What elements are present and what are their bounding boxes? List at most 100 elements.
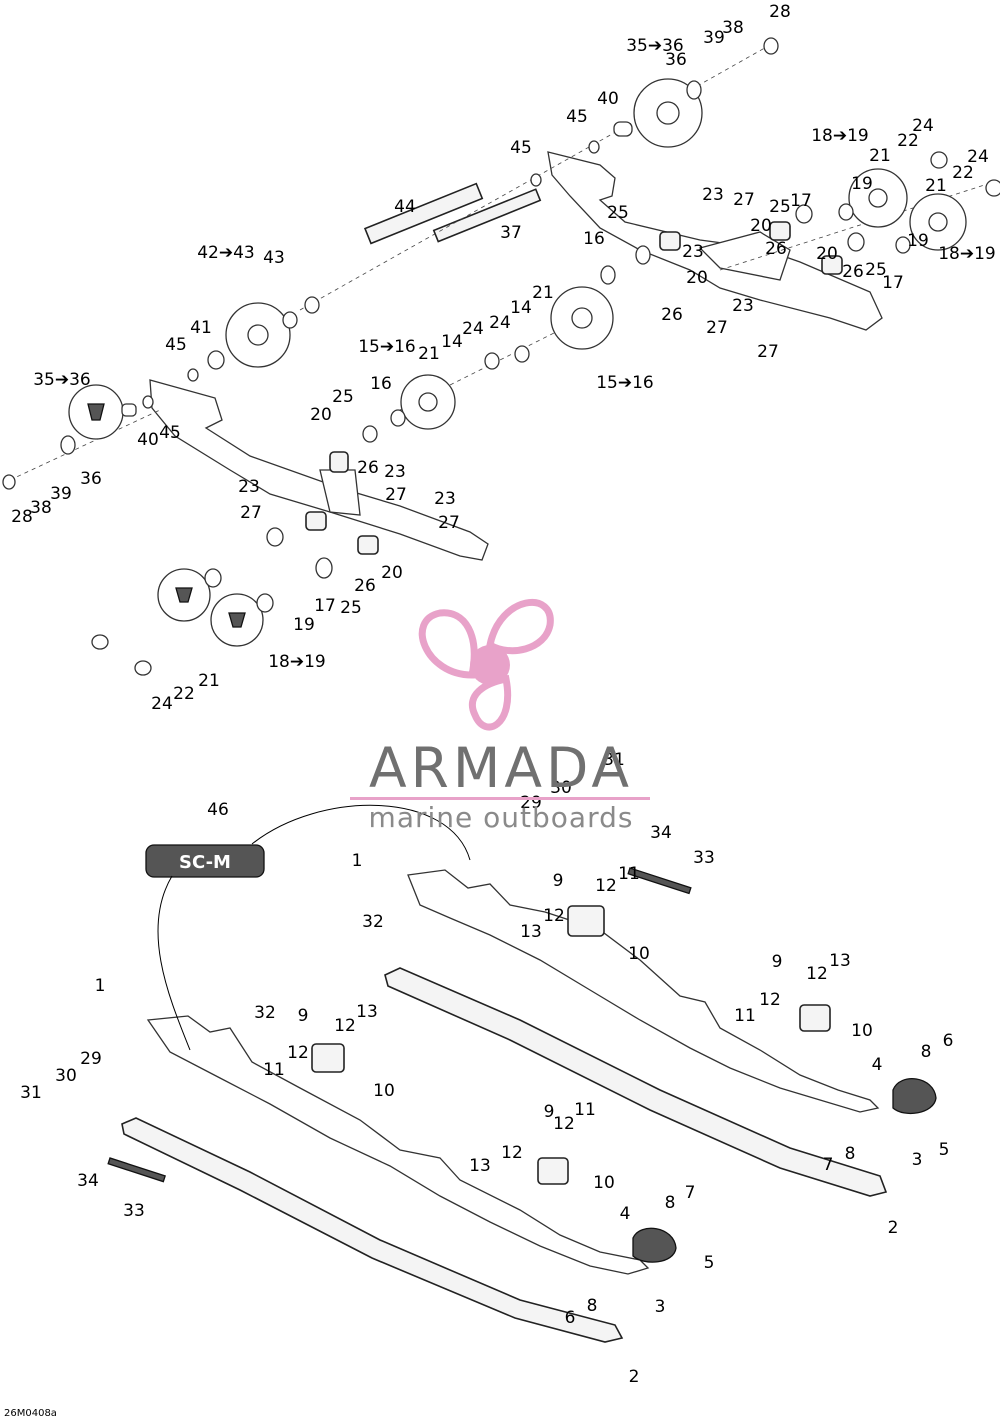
badge-curve-right — [251, 804, 471, 861]
callout-28: 20 — [816, 244, 838, 264]
callout-29: 26 — [842, 262, 864, 282]
block-9-right-lower — [799, 1004, 831, 1032]
callout-24: 17 — [790, 191, 812, 211]
wheel-35-top — [633, 78, 703, 148]
callout-32: 27 — [757, 342, 779, 362]
callout-122: 10 — [593, 1173, 615, 1193]
bolt-33-left — [107, 1157, 166, 1183]
callout-84: 9 — [553, 871, 564, 891]
callout-6: 45 — [566, 107, 588, 127]
callout-55: 36 — [80, 469, 102, 489]
callout-56: 28 — [11, 507, 33, 527]
callout-112: 31 — [20, 1083, 42, 1103]
callout-36: 20 — [686, 268, 708, 288]
callout-labels: 28383935➔3636404545443718➔19212224242221… — [11, 2, 996, 1387]
callout-13: 24 — [912, 116, 934, 136]
callout-77: 31 — [603, 750, 625, 770]
block-9-left-lower — [537, 1157, 569, 1185]
wheel-18-lower-a — [157, 568, 211, 622]
callout-31: 27 — [706, 318, 728, 338]
callout-80: 34 — [650, 823, 672, 843]
callout-83: 32 — [362, 912, 384, 932]
callout-95: 10 — [851, 1021, 873, 1041]
callout-111: 10 — [373, 1081, 395, 1101]
axle-line-front — [9, 409, 161, 481]
callout-41: 15➔16 — [596, 373, 654, 393]
callout-57: 38 — [30, 498, 52, 518]
badge-curve-left — [157, 875, 191, 1051]
callout-49: 24 — [462, 319, 484, 339]
callout-45: 45 — [165, 335, 187, 355]
callout-62: 23 — [238, 477, 260, 497]
callout-105: 32 — [254, 1003, 276, 1023]
callout-50: 16 — [370, 374, 392, 394]
callout-40: 24 — [489, 313, 511, 333]
small-hardware — [2, 37, 1000, 676]
callout-19: 19 — [907, 231, 929, 251]
slider-left — [121, 1117, 624, 1343]
callout-0: 28 — [769, 2, 791, 22]
callout-70: 25 — [340, 598, 362, 618]
callout-85: 12 — [595, 876, 617, 896]
callout-25: 26 — [765, 239, 787, 259]
callout-46: 15➔16 — [358, 337, 416, 357]
callout-78: 30 — [550, 778, 572, 798]
callout-60: 26 — [357, 458, 379, 478]
callout-58: 39 — [50, 484, 72, 504]
callout-10: 18➔19 — [811, 126, 869, 146]
callout-43: 43 — [263, 248, 285, 268]
rear-suspension-brace — [698, 231, 791, 281]
callout-103: 2 — [888, 1218, 899, 1238]
wheel-15-mid — [550, 286, 614, 350]
callout-76: 46 — [207, 800, 229, 820]
callout-18: 18➔19 — [938, 244, 996, 264]
callout-107: 13 — [356, 1002, 378, 1022]
axle-line-rear — [719, 179, 1000, 271]
callout-37: 26 — [661, 305, 683, 325]
block-9-left-upper — [311, 1043, 345, 1073]
bolt-33-right — [627, 867, 692, 895]
callout-68: 20 — [381, 563, 403, 583]
callout-44: 41 — [190, 318, 212, 338]
callout-102: 3 — [912, 1150, 923, 1170]
callout-11: 21 — [869, 146, 891, 166]
callout-54: 45 — [159, 423, 181, 443]
wheel-18-top — [848, 168, 908, 228]
lower-rail-assembly: SC-M — [107, 804, 937, 1343]
wheel-18-lower-b — [210, 593, 264, 647]
callout-87: 12 — [543, 906, 565, 926]
callout-101: 8 — [845, 1144, 856, 1164]
callout-42: 42➔43 — [197, 243, 255, 263]
callout-35: 23 — [682, 242, 704, 262]
callout-119: 11 — [574, 1100, 596, 1120]
callout-4: 36 — [665, 50, 687, 70]
callout-69: 17 — [314, 596, 336, 616]
callout-120: 12 — [501, 1143, 523, 1163]
callout-99: 5 — [939, 1140, 950, 1160]
callout-72: 18➔19 — [268, 652, 326, 672]
watermark-divider — [350, 797, 650, 800]
wheel-15-left — [400, 374, 456, 430]
callout-34: 16 — [583, 229, 605, 249]
wheel-35-left — [68, 384, 124, 440]
callout-15: 22 — [952, 163, 974, 183]
callout-21: 27 — [733, 190, 755, 210]
callout-90: 9 — [772, 952, 783, 972]
callout-127: 6 — [565, 1308, 576, 1328]
callout-75: 24 — [151, 694, 173, 714]
figure-code: 26M0408a — [4, 1408, 57, 1419]
callout-51: 25 — [332, 387, 354, 407]
callout-30: 23 — [732, 296, 754, 316]
callout-22: 20 — [750, 216, 772, 236]
callout-113: 30 — [55, 1066, 77, 1086]
callout-53: 40 — [137, 430, 159, 450]
callout-48: 14 — [441, 332, 463, 352]
callout-82: 1 — [352, 851, 363, 871]
rail-right — [407, 869, 880, 1113]
callout-52: 35➔36 — [33, 370, 91, 390]
rear-suspension-arm — [547, 151, 883, 331]
propeller-icon — [418, 598, 554, 731]
callout-73: 21 — [198, 671, 220, 691]
callout-92: 13 — [829, 951, 851, 971]
